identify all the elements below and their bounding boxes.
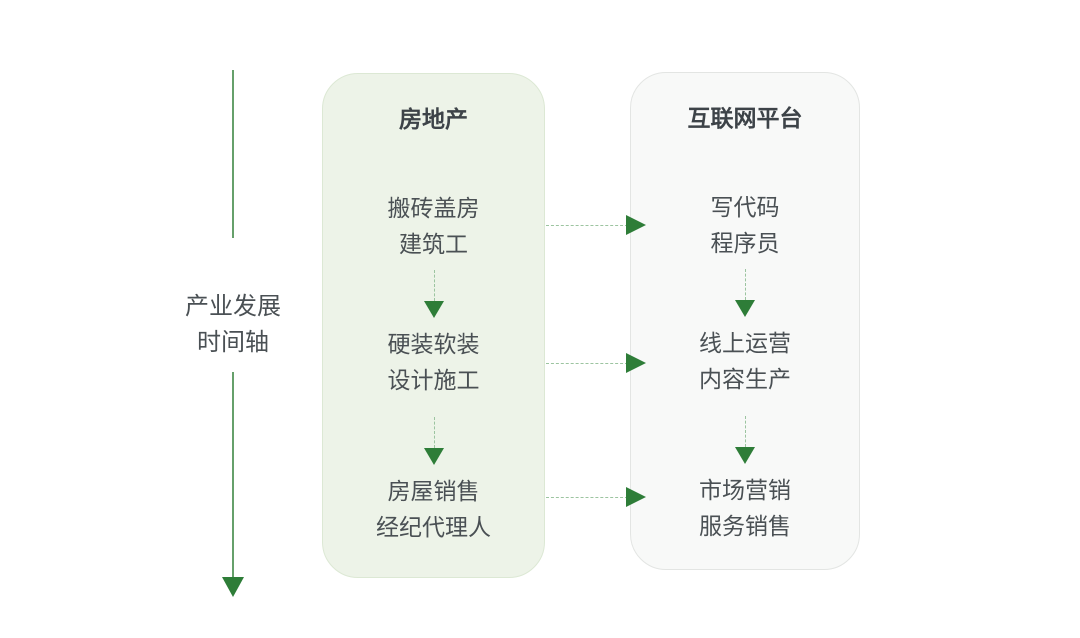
arrow-right-icon [626,215,646,235]
internet-platform-card: 互联网平台 写代码 程序员 线上运营 内容生产 市场营销 服务销售 [630,72,860,570]
stage-line: 经纪代理人 [376,515,491,541]
timeline-line-lower [232,372,234,578]
stage-line: 线上运营 [699,331,791,357]
arrow-right-icon [626,353,646,373]
arrow-down-icon [735,447,755,464]
dashed-line [546,225,628,226]
arrow-down-icon [735,300,755,317]
stage-line: 程序员 [710,231,780,257]
dashed-line [433,270,435,301]
real-estate-stage-3: 房屋销售 经纪代理人 [323,474,544,546]
arrow-down-icon [423,301,444,318]
real-estate-card-title: 房地产 [399,107,468,133]
stage-line: 建筑工 [399,232,468,258]
internet-platform-stage-2: 线上运营 内容生产 [631,326,859,398]
timeline-label: 产业发展 时间轴 [150,288,316,360]
stage-line: 内容生产 [699,367,791,393]
stage-line: 写代码 [710,195,780,221]
dashed-line [433,417,435,448]
real-estate-stage-2: 硬装软装 设计施工 [323,327,544,399]
arrow-right-icon [626,487,646,507]
dashed-line [546,497,628,498]
internet-platform-stage-3: 市场营销 服务销售 [631,473,859,545]
stage-line: 房屋销售 [387,479,480,505]
timeline-line-upper [232,70,234,238]
dashed-line [546,363,628,364]
real-estate-stage-1: 搬砖盖房 建筑工 [323,191,544,263]
internet-platform-card-title: 互联网平台 [687,106,803,132]
dashed-line [745,416,746,447]
arrow-down-icon [423,448,444,465]
arrow-down-icon [222,577,244,597]
stage-line: 搬砖盖房 [387,196,480,222]
timeline-label-line2: 时间轴 [197,328,269,356]
timeline-label-line1: 产业发展 [185,292,281,320]
stage-line: 硬装软装 [387,332,480,358]
real-estate-card: 房地产 搬砖盖房 建筑工 硬装软装 设计施工 房屋销售 经纪代理人 [322,73,545,578]
stage-line: 市场营销 [699,478,791,504]
dashed-line [745,269,746,300]
internet-platform-stage-1: 写代码 程序员 [631,190,859,262]
stage-line: 设计施工 [387,368,480,394]
stage-line: 服务销售 [699,514,791,540]
